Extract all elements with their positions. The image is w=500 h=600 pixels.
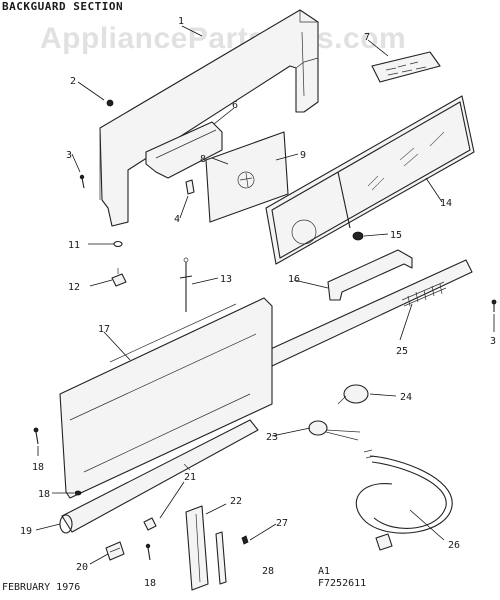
callout-12: 12 <box>68 282 80 293</box>
callout-4: 4 <box>174 214 180 225</box>
callout-3: 3 <box>66 150 72 161</box>
callout-9: 9 <box>300 150 306 161</box>
callout-23: 23 <box>266 432 278 443</box>
callout-13: 13 <box>220 274 232 285</box>
part-18-screws <box>33 427 151 561</box>
part-17-back-panel <box>59 297 273 499</box>
callout-28: 28 <box>262 566 274 577</box>
callout-3-right: 3 <box>490 336 496 347</box>
part-6-bracket <box>145 121 223 179</box>
callout-2: 2 <box>70 76 76 87</box>
callout-20: 20 <box>76 562 88 573</box>
part-24-lamp <box>337 384 369 405</box>
part-11-nut <box>113 240 123 248</box>
callout-7: 7 <box>364 32 370 43</box>
part-1-backguard-panel <box>99 9 319 227</box>
part-26-power-cord <box>355 449 453 551</box>
callout-1: 1 <box>178 16 184 27</box>
part-20-terminal-block <box>105 541 125 561</box>
callout-26: 26 <box>448 540 460 551</box>
part-7-nameplate <box>371 51 441 83</box>
part-2-screw <box>106 99 114 107</box>
callout-16: 16 <box>288 274 300 285</box>
part-21-clip <box>143 463 191 531</box>
watermark: AppliancePartsPros.com <box>40 22 406 55</box>
part-14-glass-panel <box>265 95 475 265</box>
part-28-strip <box>215 531 227 585</box>
part-16-handle <box>327 249 413 301</box>
part-4-switch <box>185 179 195 195</box>
callout-15: 15 <box>390 230 402 241</box>
callout-24: 24 <box>400 392 412 403</box>
callout-17: 17 <box>98 324 110 335</box>
part-3-screw-left <box>79 174 85 189</box>
part-22-channel <box>185 505 209 591</box>
callout-18-c: 18 <box>144 578 156 589</box>
callout-14: 14 <box>440 198 452 209</box>
callout-27: 27 <box>276 518 288 529</box>
callout-18-b: 18 <box>38 489 50 500</box>
callout-22: 22 <box>230 496 242 507</box>
footer-code-b: F7252611 <box>318 578 366 589</box>
callout-6: 6 <box>232 100 238 111</box>
callout-25: 25 <box>396 346 408 357</box>
diagram-title: BACKGUARD SECTION <box>2 0 123 13</box>
callout-21: 21 <box>184 472 196 483</box>
footer-date: FEBRUARY 1976 <box>2 582 80 593</box>
part-27-clip <box>241 535 249 545</box>
part-13-rod <box>179 257 193 312</box>
part-12-connector <box>111 268 127 287</box>
callout-11: 11 <box>68 240 80 251</box>
callout-8: 8 <box>200 154 206 165</box>
part-15-knob <box>352 231 364 241</box>
callout-19: 19 <box>20 526 32 537</box>
callout-labels: 1 2 3 3 4 6 7 8 9 11 12 13 14 15 16 17 1… <box>20 16 496 589</box>
part-8-9-clock-board <box>205 131 289 223</box>
footer-code-a: A1 <box>318 566 330 577</box>
leader-lines <box>35 25 495 565</box>
part-23-socket <box>308 420 361 441</box>
part-3-screw-right <box>491 299 497 312</box>
callout-18-a: 18 <box>32 462 44 473</box>
